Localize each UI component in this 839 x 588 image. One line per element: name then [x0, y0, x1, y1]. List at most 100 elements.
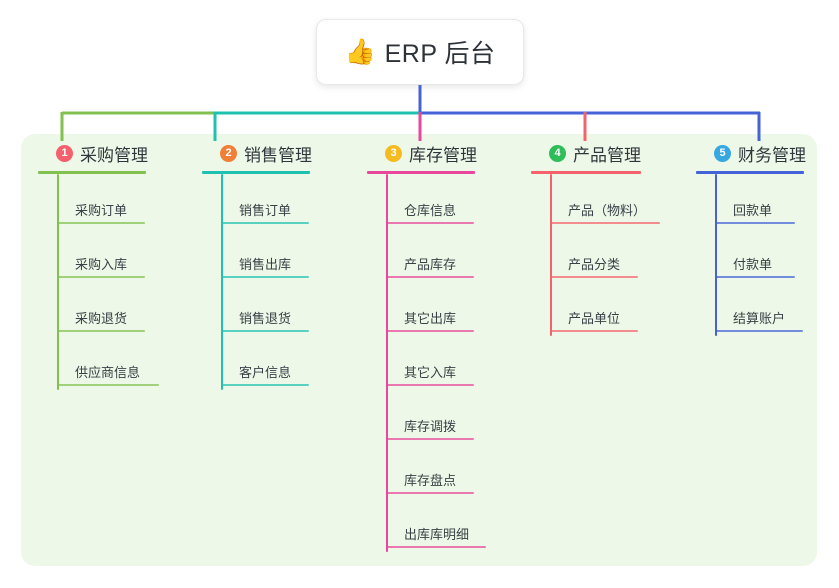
root-node[interactable]: 👍 ERP 后台: [316, 19, 524, 85]
branch-child-rule: [386, 384, 474, 386]
branch-badge: 1: [56, 144, 73, 162]
branch-spine: [715, 174, 717, 336]
branch-child-rule: [57, 330, 145, 332]
branch-child-label: 回款单: [733, 203, 773, 218]
branch-children: 采购订单采购入库采购退货供应商信息: [57, 174, 159, 390]
branch-badge: 3: [385, 144, 402, 162]
branch-badge: 2: [220, 144, 237, 162]
branch-children: 回款单付款单结算账户: [715, 174, 806, 336]
branch-4[interactable]: 4 产品管理产品（物料） 产品分类产品单位: [531, 140, 660, 336]
branch-header[interactable]: 4 产品管理: [531, 140, 641, 166]
branch-child-rule: [386, 222, 474, 224]
branch-child-label: 采购入库: [75, 257, 128, 272]
branch-child-item[interactable]: 其它入库: [386, 336, 477, 390]
branch-child-item[interactable]: 产品单位: [550, 282, 641, 336]
branch-child-item[interactable]: 其它出库: [386, 282, 477, 336]
branch-title: 采购管理: [80, 145, 148, 165]
branch-child-rule: [386, 438, 474, 440]
branch-badge: 5: [714, 144, 731, 162]
branch-child-label: 库存调拨: [404, 419, 457, 434]
branch-child-item[interactable]: 回款单: [715, 174, 806, 228]
branch-1[interactable]: 1 采购管理采购订单采购入库采购退货供应商信息: [38, 140, 159, 390]
branch-child-item[interactable]: 采购入库: [57, 228, 148, 282]
branch-header[interactable]: 1 采购管理: [38, 140, 148, 166]
branch-spine: [550, 174, 552, 336]
branch-child-item[interactable]: 出库库明细: [386, 498, 486, 552]
branch-child-rule: [715, 330, 803, 332]
branch-spine: [57, 174, 59, 390]
branch-child-item[interactable]: 库存盘点: [386, 444, 477, 498]
branch-title: 库存管理: [409, 145, 477, 165]
branch-child-rule: [57, 384, 159, 386]
branch-child-label: 其它出库: [404, 311, 457, 326]
branch-child-label: 产品库存: [404, 257, 457, 272]
branch-child-rule: [386, 492, 474, 494]
branch-child-item[interactable]: 产品（物料）: [550, 174, 660, 228]
branch-spine: [221, 174, 223, 390]
branch-child-label: 结算账户: [733, 311, 786, 326]
branch-child-item[interactable]: 采购退货: [57, 282, 148, 336]
branch-underline: [696, 171, 804, 174]
thumbs-up-icon: 👍: [344, 37, 376, 66]
branch-child-label: 采购订单: [75, 203, 128, 218]
branch-child-label: 客户信息: [239, 365, 292, 380]
branch-child-item[interactable]: 库存调拨: [386, 390, 477, 444]
branch-child-label: 销售订单: [239, 203, 292, 218]
branch-child-label: 库存盘点: [404, 473, 457, 488]
branch-underline: [38, 171, 146, 174]
branch-child-label: 供应商信息: [75, 365, 141, 380]
branch-child-rule: [57, 222, 145, 224]
branch-child-rule: [550, 222, 660, 224]
branch-child-rule: [550, 276, 638, 278]
branch-badge: 4: [549, 144, 566, 162]
branch-child-label: 其它入库: [404, 365, 457, 380]
branch-spine: [386, 174, 388, 552]
branch-child-label: 销售退货: [239, 311, 292, 326]
branch-child-label: 仓库信息: [404, 203, 457, 218]
branch-child-item[interactable]: 客户信息: [221, 336, 312, 390]
branch-child-rule: [715, 276, 795, 278]
branch-underline: [367, 171, 475, 174]
branch-child-item[interactable]: 产品库存: [386, 228, 477, 282]
branch-children: 仓库信息产品库存其它出库其它入库库存调拨库存盘点出库库明细: [386, 174, 486, 552]
branch-child-item[interactable]: 采购订单: [57, 174, 148, 228]
branch-child-item[interactable]: 结算账户: [715, 282, 806, 336]
branch-child-item[interactable]: 仓库信息: [386, 174, 477, 228]
branch-child-rule: [715, 222, 795, 224]
branch-child-item[interactable]: 销售出库: [221, 228, 312, 282]
branch-child-item[interactable]: 产品分类: [550, 228, 641, 282]
branch-child-item[interactable]: 销售退货: [221, 282, 312, 336]
branch-child-rule: [221, 222, 309, 224]
branch-header[interactable]: 5 财务管理: [696, 140, 806, 166]
branch-header[interactable]: 3 库存管理: [367, 140, 477, 166]
branch-child-label: 产品（物料）: [568, 203, 647, 218]
branch-children: 产品（物料） 产品分类产品单位: [550, 174, 660, 336]
branch-child-rule: [221, 330, 309, 332]
branch-5[interactable]: 5 财务管理回款单付款单结算账户: [696, 140, 806, 336]
branch-child-rule: [221, 384, 309, 386]
branch-child-item[interactable]: 供应商信息: [57, 336, 159, 390]
branch-child-item[interactable]: 付款单: [715, 228, 806, 282]
branch-child-label: 产品单位: [568, 311, 621, 326]
branch-child-item[interactable]: 销售订单: [221, 174, 312, 228]
branch-child-label: 采购退货: [75, 311, 128, 326]
branches-panel: [21, 134, 817, 566]
branch-3[interactable]: 3 库存管理仓库信息产品库存其它出库其它入库库存调拨库存盘点出库库明细: [367, 140, 486, 552]
branch-child-rule: [550, 330, 638, 332]
branch-child-rule: [221, 276, 309, 278]
branch-underline: [202, 171, 310, 174]
branch-child-label: 销售出库: [239, 257, 292, 272]
branch-child-label: 付款单: [733, 257, 773, 272]
branch-child-rule: [386, 276, 474, 278]
branch-children: 销售订单销售出库销售退货客户信息: [221, 174, 312, 390]
branch-child-rule: [57, 276, 145, 278]
root-node-label: ERP 后台: [384, 40, 496, 68]
branch-title: 财务管理: [738, 145, 806, 165]
branch-child-rule: [386, 330, 474, 332]
branch-child-label: 产品分类: [568, 257, 621, 272]
branch-underline: [531, 171, 641, 174]
branch-title: 产品管理: [573, 145, 641, 165]
